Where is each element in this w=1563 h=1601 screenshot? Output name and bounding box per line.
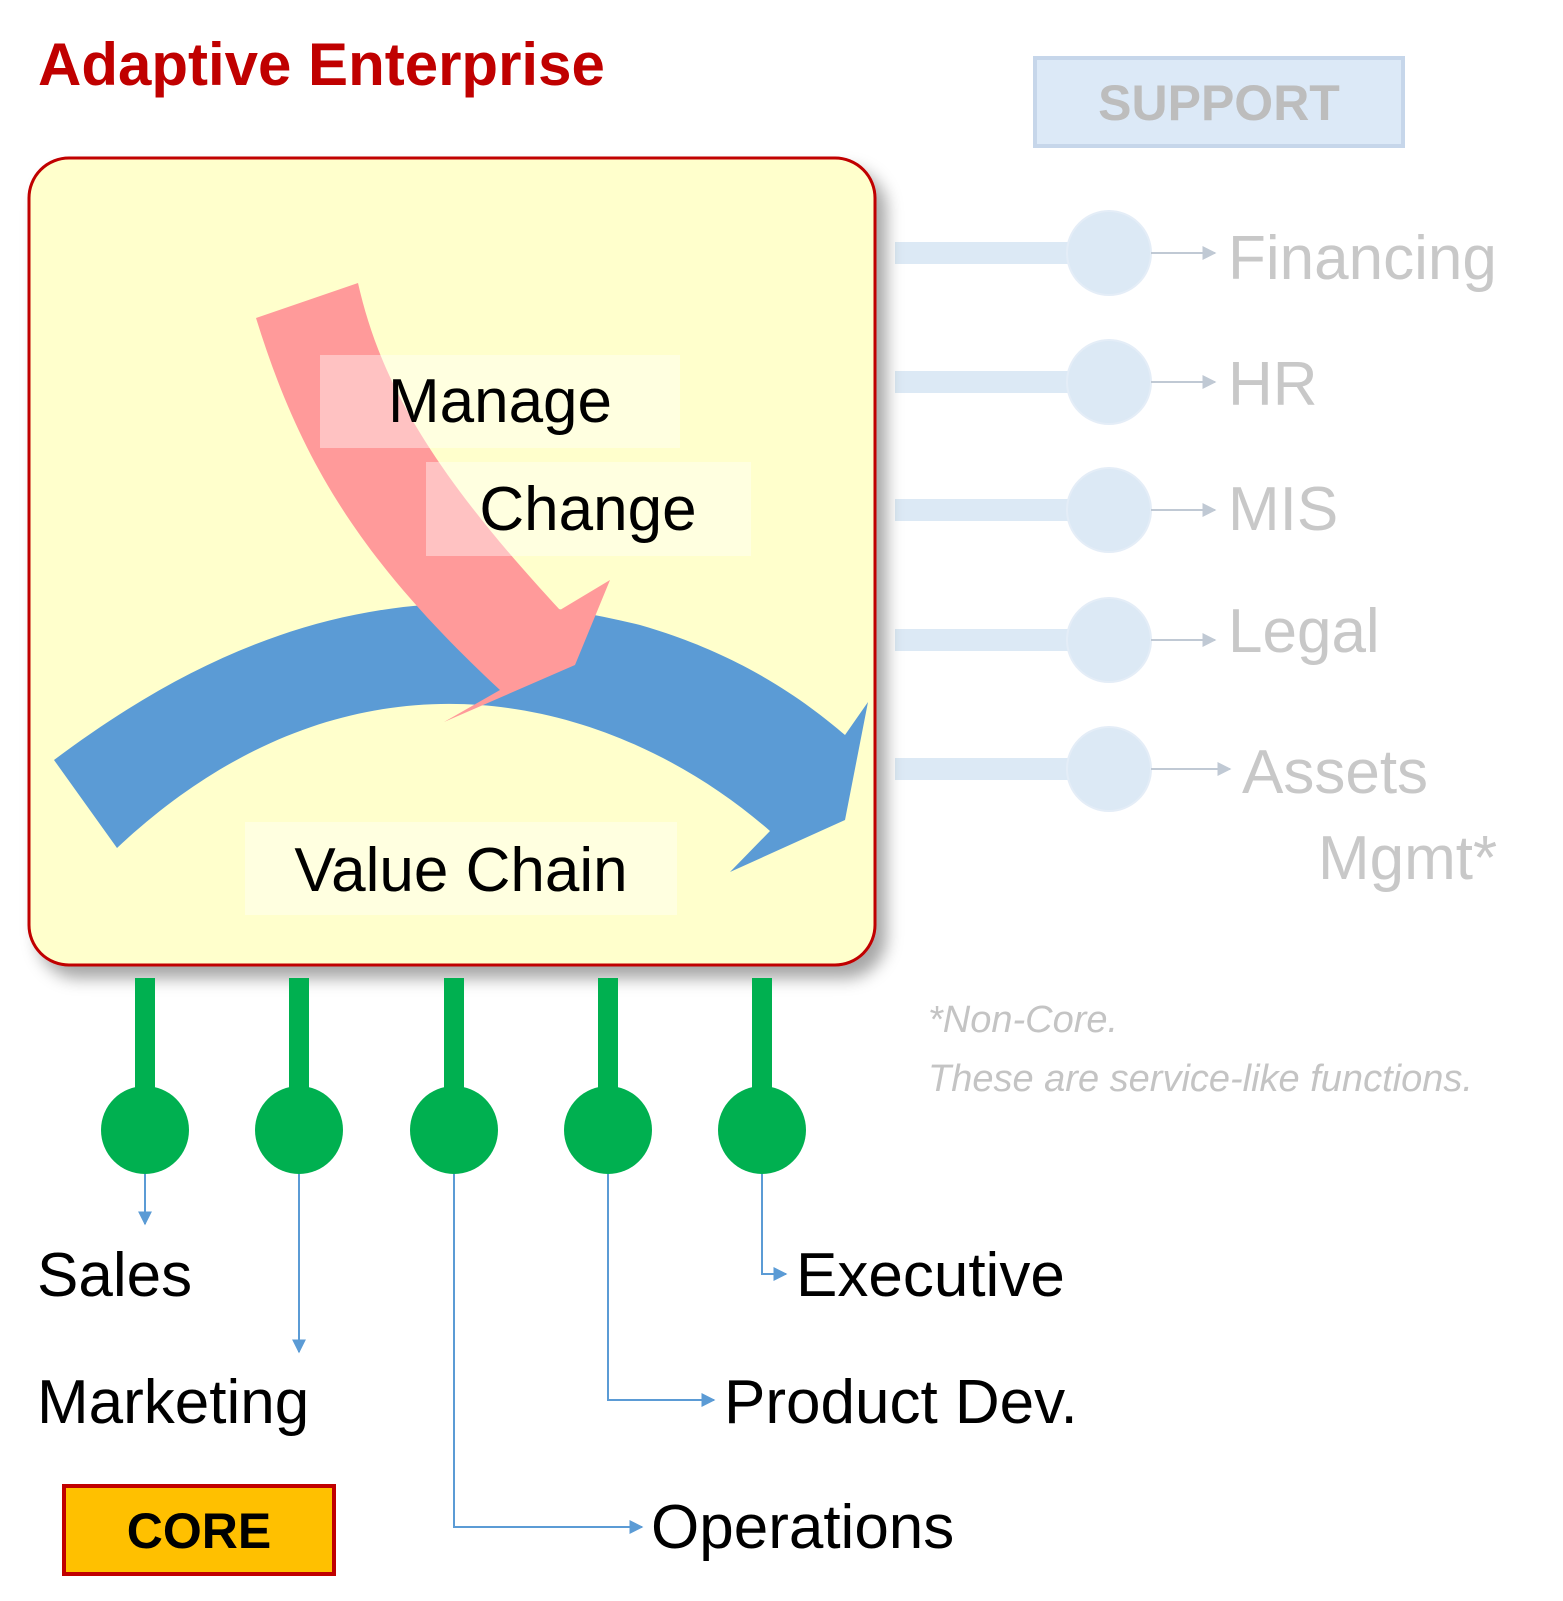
support-connector-financing (895, 210, 1217, 296)
footnote-line1: *Non-Core. (928, 999, 1118, 1041)
core-label-operations: Operations (651, 1493, 954, 1562)
diagram-title: Adaptive Enterprise (38, 31, 605, 98)
core-label-marketing: Marketing (37, 1368, 309, 1437)
value-chain-label-group: Value Chain (245, 822, 677, 915)
support-label-assets: Assets (1242, 738, 1428, 807)
manage-label: Manage (388, 367, 612, 436)
manage-label-group: Manage (320, 355, 680, 448)
core-label-executive: Executive (796, 1241, 1065, 1310)
change-label-group: Change (426, 462, 751, 556)
value-chain-label: Value Chain (294, 836, 627, 905)
support-connector-hr (895, 339, 1217, 425)
core-connector-sales (101, 978, 189, 1226)
core-badge: CORE (62, 1484, 336, 1576)
core-connectors (101, 978, 806, 1534)
change-label: Change (479, 475, 696, 544)
manage-change-arrow (256, 283, 610, 722)
core-label-product-dev: Product Dev. (724, 1368, 1078, 1437)
support-label-mis: MIS (1228, 475, 1338, 544)
core-label-sales: Sales (37, 1241, 192, 1310)
value-chain-arrow (54, 603, 868, 872)
support-connector-legal (895, 597, 1217, 683)
core-connector-executive (718, 978, 806, 1281)
support-connectors (895, 210, 1232, 812)
core-badge-label: CORE (127, 1503, 271, 1559)
footnote-line2: These are service-like functions. (928, 1058, 1473, 1100)
support-label-assets-line2: Mgmt* (1318, 824, 1497, 893)
support-connector-mis (895, 467, 1217, 553)
support-connector-assets (895, 726, 1232, 812)
core-connector-marketing (255, 978, 343, 1354)
core-connector-product-dev (564, 978, 716, 1407)
support-badge-label: SUPPORT (1098, 75, 1340, 131)
support-label-legal: Legal (1228, 597, 1380, 666)
support-badge: SUPPORT (1033, 56, 1405, 148)
core-connector-operations (410, 978, 644, 1534)
support-label-hr: HR (1228, 350, 1318, 419)
support-label-financing: Financing (1228, 224, 1497, 293)
